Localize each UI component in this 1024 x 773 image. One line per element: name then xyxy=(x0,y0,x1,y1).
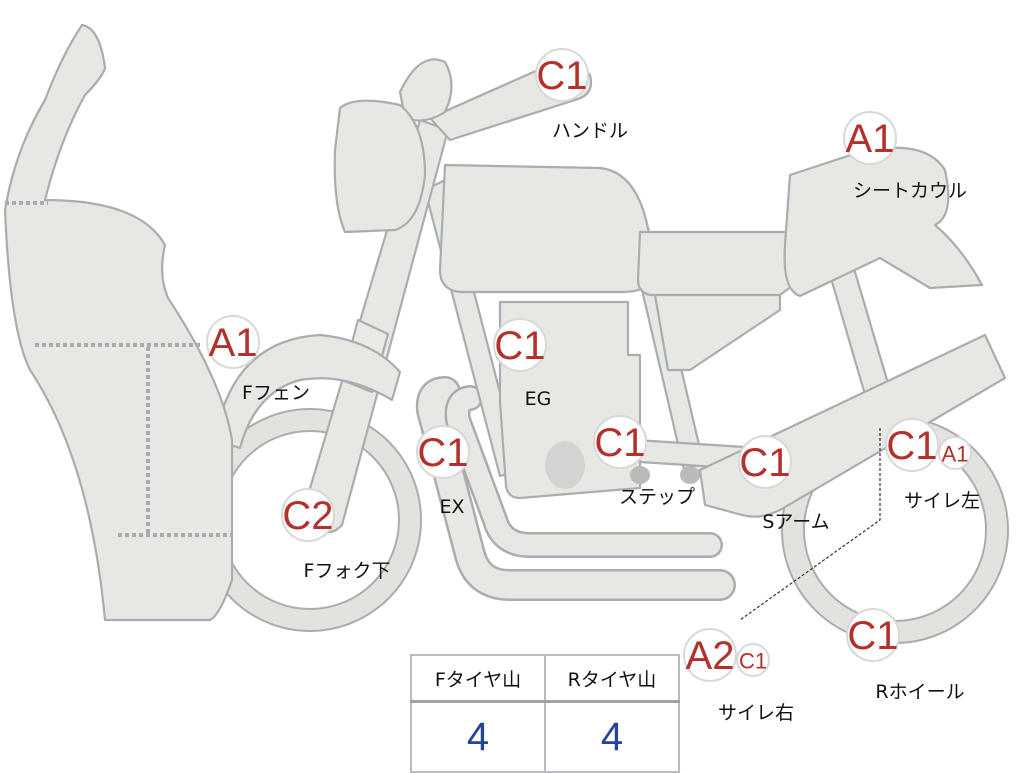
fuel-tank-shape xyxy=(438,163,652,294)
tire-value-front: 4 xyxy=(410,700,546,773)
tire-value-rear: 4 xyxy=(544,700,680,773)
grade-badge-rear-wheel: C1 xyxy=(846,608,900,662)
svg-text:A2: A2 xyxy=(686,634,735,678)
seat-cowl-shape xyxy=(783,146,984,298)
front-cowl-shape xyxy=(3,23,234,622)
tire-header-rear: Rタイヤ山 xyxy=(544,654,680,703)
part-label-swing-arm: Sアーム xyxy=(762,511,830,533)
part-label-exhaust: EX xyxy=(439,496,465,518)
part-label-rear-wheel: Rホイール xyxy=(875,681,965,703)
part-label-seat-cowl: シートカウル xyxy=(852,180,968,202)
grade-badge-engine: C1 xyxy=(493,318,547,372)
grade-badge-handle: C1 xyxy=(535,48,589,102)
grade-badge-front-fender: A1 xyxy=(206,315,260,369)
front-fender-shape xyxy=(213,333,402,450)
svg-text:C1: C1 xyxy=(536,54,587,98)
svg-text:A1: A1 xyxy=(846,117,895,161)
tire-tread-table: Fタイヤ山 Rタイヤ山 4 4 xyxy=(410,654,680,773)
leader-line xyxy=(739,428,881,621)
svg-text:C1: C1 xyxy=(847,614,898,658)
svg-text:C1: C1 xyxy=(594,421,645,465)
tire-header-front: Fタイヤ山 xyxy=(410,654,546,703)
grade-badge-muffler-left-secondary: A1 xyxy=(938,436,972,470)
grade-badge-muffler-left: C1 xyxy=(885,418,939,472)
grade-badge-muffler-right-secondary: C1 xyxy=(736,643,770,677)
part-label-muffler-right: サイレ右 xyxy=(717,702,795,724)
grade-badge-front-fork-lower: C2 xyxy=(281,488,335,542)
part-label-muffler-left: サイレ左 xyxy=(903,490,981,512)
part-label-front-fork-lower: Fフォク下 xyxy=(303,560,391,582)
svg-text:C1: C1 xyxy=(739,441,790,485)
svg-text:C1: C1 xyxy=(417,431,468,475)
svg-text:C1: C1 xyxy=(494,324,545,368)
grade-badge-step: C1 xyxy=(593,415,647,469)
seat-shape xyxy=(636,230,802,297)
part-label-step: ステップ xyxy=(618,486,696,508)
grade-badge-swing-arm: C1 xyxy=(738,435,792,489)
grade-badge-exhaust: C1 xyxy=(416,425,470,479)
headlight-cover-shape xyxy=(333,99,427,234)
part-label-handle: ハンドル xyxy=(551,120,629,142)
grade-badge-seat-cowl: A1 xyxy=(843,111,897,165)
part-label-front-fender: Fフェン xyxy=(242,382,310,404)
svg-text:C2: C2 xyxy=(282,494,333,538)
rear-shock-shape xyxy=(826,260,892,400)
mirror-shape xyxy=(398,58,453,122)
svg-text:C1: C1 xyxy=(886,424,937,468)
svg-text:A1: A1 xyxy=(942,442,969,467)
svg-text:C1: C1 xyxy=(739,649,767,674)
part-label-engine: EG xyxy=(524,388,552,410)
side-cover-shape xyxy=(653,288,782,372)
grade-badge-muffler-right: A2 xyxy=(683,628,737,682)
svg-text:A1: A1 xyxy=(209,321,258,365)
